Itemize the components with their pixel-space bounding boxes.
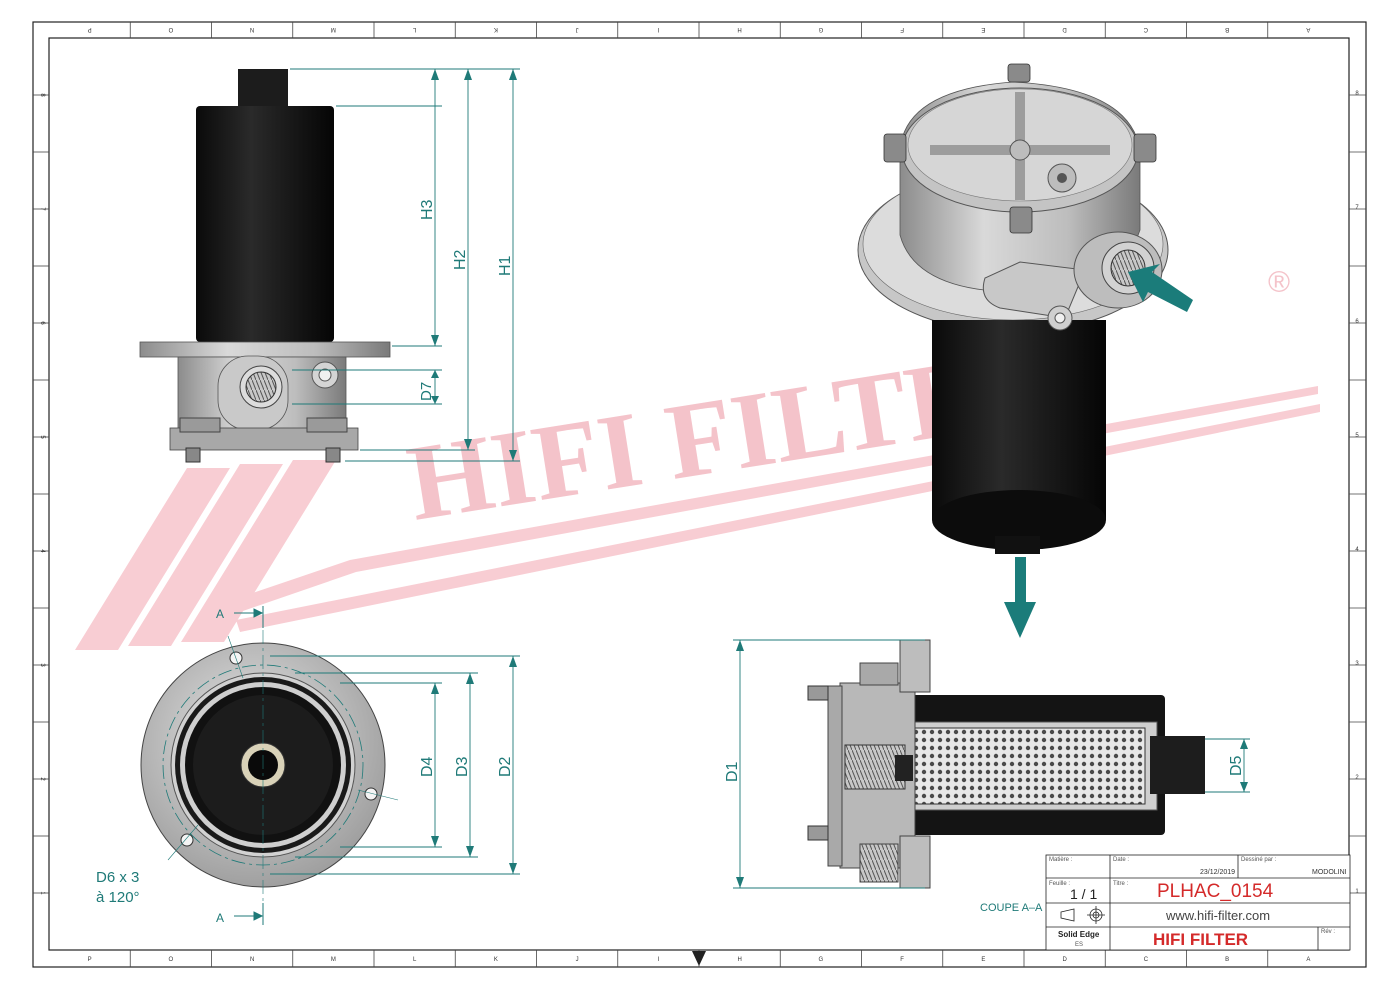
zone-letter-top: D: [1062, 26, 1067, 32]
zone-grid-marks: [33, 22, 1366, 967]
front-view-arrowheads: [431, 69, 517, 461]
zone-letter-top: B: [1225, 26, 1229, 32]
holes-spec-line1: D6 x 3: [96, 869, 139, 886]
part-number: PLHAC_0154: [1157, 881, 1274, 902]
zone-letter-bottom: L: [413, 957, 417, 963]
section-label: COUPE A–A: [980, 902, 1043, 914]
zone-letter-top: F: [900, 26, 904, 32]
dim-h1: H1: [497, 255, 514, 276]
matiere-label: Matière :: [1049, 857, 1073, 863]
top-view: [140, 630, 399, 920]
watermark-registered: ®: [1268, 266, 1290, 299]
zone-letter-bottom: M: [331, 957, 336, 963]
drawn-by-label: Dessiné par :: [1241, 857, 1277, 863]
zone-letter-bottom: C: [1144, 957, 1149, 963]
zone-number-left: 5: [39, 435, 45, 439]
dim-h3: H3: [419, 199, 436, 220]
dim-d3: D3: [454, 756, 471, 777]
title-label: Titre :: [1113, 881, 1128, 887]
date-value: 23/12/2019: [1200, 869, 1235, 876]
zone-number-right: 3: [1355, 661, 1359, 667]
sheet-value: 1 / 1: [1070, 886, 1097, 902]
zone-letter-bottom: I: [658, 957, 660, 963]
zone-letter-top: L: [412, 26, 416, 32]
zone-letter-top: C: [1143, 26, 1148, 32]
software-name: Solid Edge: [1058, 930, 1100, 939]
zone-letter-top: I: [657, 26, 659, 32]
zone-letter-top: G: [818, 26, 823, 32]
sheet-label: Feuille :: [1049, 881, 1070, 887]
zone-letter-bottom: J: [576, 957, 579, 963]
zone-number-right: 7: [1355, 205, 1359, 211]
zone-number-left: 8: [39, 93, 45, 97]
top-view-arrowheads: [431, 656, 517, 874]
section-view-dimensions: [733, 639, 1250, 889]
right-zone-numbers: 8 7 6 5 4 3 2 1: [1355, 91, 1359, 895]
section-mark-a-bottom: A: [216, 911, 224, 925]
drawn-by-value: MODOLINI: [1312, 869, 1347, 876]
front-view: [139, 69, 391, 463]
zone-letter-top: O: [168, 26, 173, 32]
zone-letter-bottom: E: [981, 957, 985, 963]
zone-letter-top: N: [250, 26, 254, 32]
website: www.hifi-filter.com: [1165, 908, 1270, 923]
zone-number-left: 1: [39, 891, 45, 895]
zone-letter-top: J: [576, 26, 579, 32]
zone-number-right: 6: [1355, 319, 1359, 325]
outer-border: [32, 21, 1367, 968]
zone-letter-bottom: O: [169, 957, 174, 963]
zone-letter-top: M: [331, 26, 336, 32]
dim-d1: D1: [724, 761, 741, 782]
revision-label: Rév :: [1321, 929, 1335, 935]
zone-letter-bottom: H: [737, 957, 741, 963]
zone-letter-bottom: B: [1225, 957, 1229, 963]
zone-number-right: 4: [1355, 547, 1359, 553]
centering-triangle: [692, 951, 706, 966]
date-label: Date :: [1113, 857, 1129, 863]
zone-letter-bottom: G: [819, 957, 824, 963]
zone-number-left: 6: [39, 321, 45, 325]
zone-letter-bottom: A: [1306, 957, 1310, 963]
zone-letter-top: E: [981, 26, 985, 32]
title-block: [1045, 854, 1351, 951]
zone-number-left: 2: [39, 777, 45, 781]
zone-letter-top: H: [737, 26, 741, 32]
zone-letter-top: A: [1306, 26, 1310, 32]
section-view-arrowheads: [736, 640, 1248, 888]
isometric-view: [857, 63, 1169, 554]
zone-number-left: 4: [39, 549, 45, 553]
software-sub: ES: [1075, 942, 1083, 948]
dim-h2: H2: [452, 249, 469, 270]
zone-letter-top: K: [494, 26, 498, 32]
zone-number-right: 8: [1355, 91, 1359, 97]
company-name: HIFI FILTER: [1153, 930, 1248, 949]
zone-number-right: 1: [1355, 889, 1359, 895]
zone-letter-top: P: [88, 26, 92, 32]
dim-d4: D4: [419, 756, 436, 777]
zone-number-left: 7: [39, 207, 45, 211]
zone-number-left: 3: [39, 663, 45, 667]
top-view-dimensions: [270, 655, 520, 875]
projection-symbol-icon: [1060, 906, 1105, 924]
zone-number-right: 2: [1355, 775, 1359, 781]
zone-letter-bottom: F: [900, 957, 904, 963]
zone-letter-bottom: P: [88, 957, 92, 963]
dim-d2: D2: [497, 756, 514, 777]
flow-arrows: [1004, 264, 1193, 638]
left-zone-numbers: 8 7 6 5 4 3 2 1: [39, 93, 45, 895]
section-markers: [234, 606, 264, 925]
section-mark-a-top: A: [216, 607, 224, 621]
dim-d5: D5: [1228, 755, 1245, 776]
section-view: [807, 639, 1205, 889]
dim-d7: D7: [418, 382, 435, 401]
holes-spec-line2: à 120°: [96, 889, 140, 906]
zone-letter-bottom: K: [494, 957, 498, 963]
zone-letter-bottom: N: [250, 957, 254, 963]
zone-letter-bottom: D: [1062, 957, 1067, 963]
zone-number-right: 5: [1355, 433, 1359, 439]
front-view-dimensions: [290, 68, 520, 462]
